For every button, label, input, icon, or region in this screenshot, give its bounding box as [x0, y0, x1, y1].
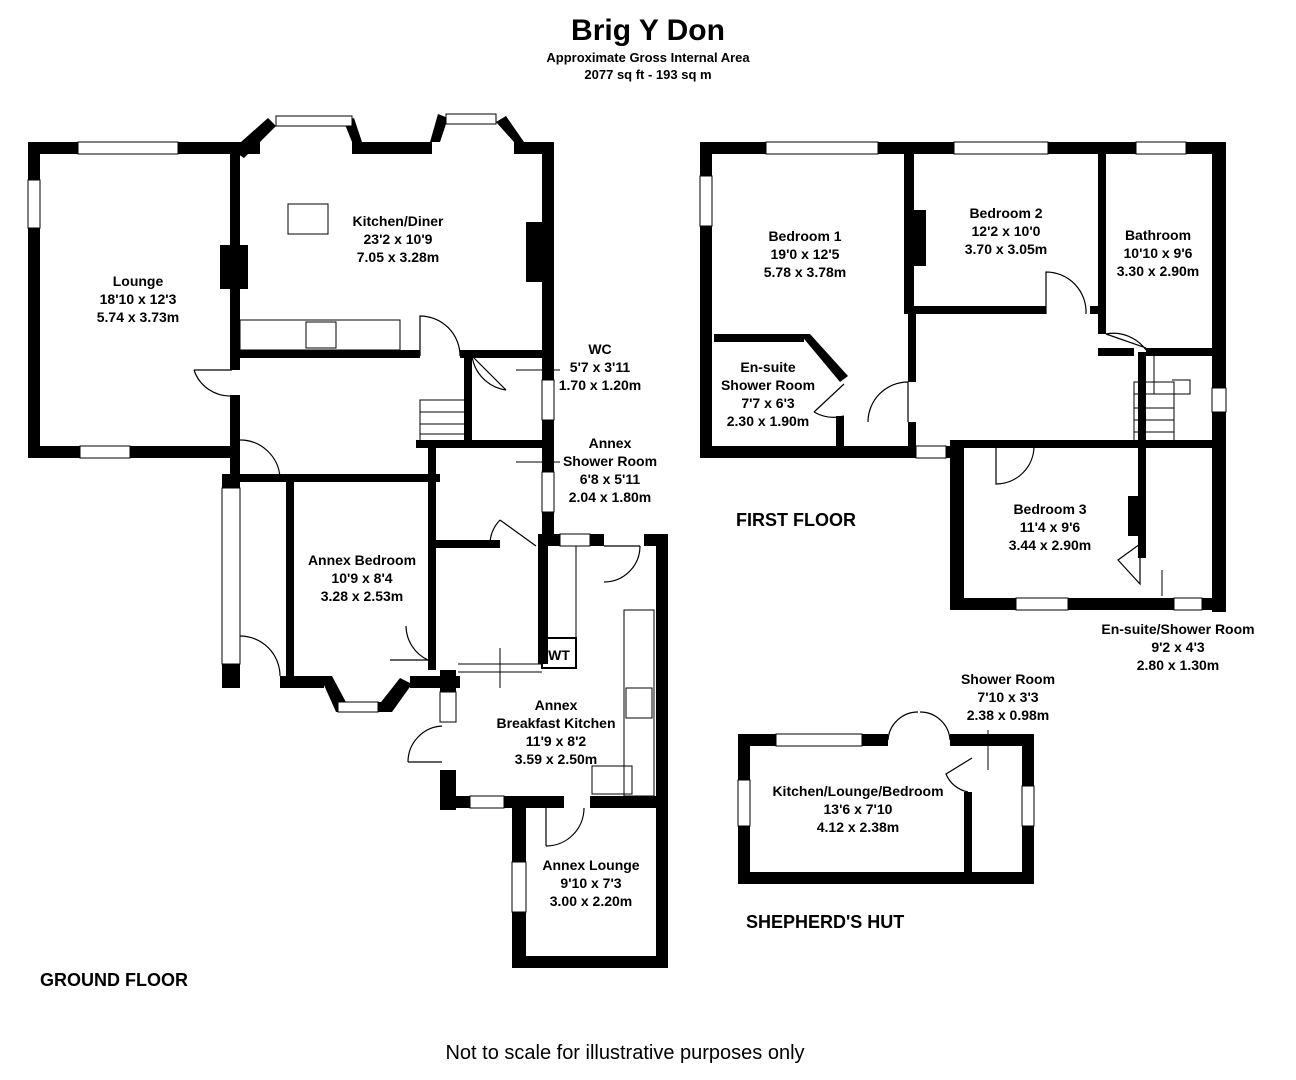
kitchen-size-ft: 23'2 x 10'9 — [364, 231, 433, 247]
hut-shower-size-m: 2.38 x 0.98m — [967, 707, 1050, 723]
shepherds-hut-label: SHEPHERD'S HUT — [746, 912, 905, 932]
hut-main-size-m: 4.12 x 2.38m — [817, 819, 900, 835]
wc-size-m: 1.70 x 1.20m — [559, 377, 642, 393]
bathroom-size-ft: 10'10 x 9'6 — [1124, 245, 1193, 261]
bedroom3-size-ft: 11'4 x 9'6 — [1020, 519, 1081, 535]
ensuite2-name: En-suite/Shower Room — [1101, 621, 1254, 637]
annex-shower-size-m: 2.04 x 1.80m — [569, 489, 652, 505]
ensuite-name-2: Shower Room — [721, 377, 815, 393]
annex-kitchen-name-2: Breakfast Kitchen — [496, 715, 615, 731]
first-floor-windows — [699, 141, 1227, 611]
hut-shower-name: Shower Room — [961, 671, 1055, 687]
ground-floor-label: GROUND FLOOR — [40, 970, 188, 990]
kitchen-name: Kitchen/Diner — [352, 213, 444, 229]
ensuite-size-m: 2.30 x 1.90m — [727, 413, 810, 429]
bedroom1-size-ft: 19'0 x 12'5 — [771, 246, 840, 262]
annex-bedroom-name: Annex Bedroom — [308, 552, 416, 568]
annex-shower-name-1: Annex — [589, 435, 632, 451]
bedroom2-name: Bedroom 2 — [969, 205, 1042, 221]
annex-lounge-size-ft: 9'10 x 7'3 — [560, 875, 621, 891]
hut-shower-size-ft: 7'10 x 3'3 — [977, 689, 1038, 705]
annex-shower-name-2: Shower Room — [563, 453, 657, 469]
footer-disclaimer: Not to scale for illustrative purposes o… — [445, 1042, 805, 1064]
bathroom-size-m: 3.30 x 2.90m — [1117, 263, 1200, 279]
annex-kitchen-size-ft: 11'9 x 8'2 — [526, 733, 587, 749]
bedroom1-name: Bedroom 1 — [768, 228, 841, 244]
room-labels: Lounge 18'10 x 12'3 5.74 x 3.73m Kitchen… — [97, 205, 1255, 909]
lounge-name: Lounge — [113, 273, 164, 289]
bedroom1-size-m: 5.78 x 3.78m — [764, 264, 847, 280]
annex-kitchen-name-1: Annex — [535, 697, 578, 713]
plan-subtitle: Approximate Gross Internal Area — [546, 50, 750, 65]
ensuite2-size-m: 2.80 x 1.30m — [1137, 657, 1220, 673]
annex-bedroom-size-ft: 10'9 x 8'4 — [331, 570, 392, 586]
lounge-size-m: 5.74 x 3.73m — [97, 309, 180, 325]
ensuite-size-ft: 7'7 x 6'3 — [741, 395, 795, 411]
lounge-size-ft: 18'10 x 12'3 — [100, 291, 177, 307]
wt-label: WT — [548, 647, 570, 663]
pointer-arrows — [499, 369, 1163, 770]
bedroom3-size-m: 3.44 x 2.90m — [1009, 537, 1092, 553]
kitchen-size-m: 7.05 x 3.28m — [357, 249, 440, 265]
ground-floor-doors — [193, 315, 641, 847]
wc-name: WC — [588, 341, 611, 357]
annex-lounge-size-m: 3.00 x 2.20m — [550, 893, 633, 909]
ensuite-name-1: En-suite — [740, 359, 795, 375]
wc-size-ft: 5'7 x 3'11 — [570, 359, 631, 375]
annex-bedroom-size-m: 3.28 x 2.53m — [321, 588, 404, 604]
ensuite2-size-ft: 9'2 x 4'3 — [1151, 639, 1205, 655]
annex-kitchen-size-m: 3.59 x 2.50m — [515, 751, 598, 767]
annex-lounge-name: Annex Lounge — [542, 857, 639, 873]
bedroom3-name: Bedroom 3 — [1013, 501, 1086, 517]
annex-shower-size-ft: 6'8 x 5'11 — [580, 471, 641, 487]
bathroom-name: Bathroom — [1125, 227, 1191, 243]
plan-title: Brig Y Don — [571, 14, 725, 47]
hut-main-size-ft: 13'6 x 7'10 — [824, 801, 893, 817]
first-floor-label: FIRST FLOOR — [736, 510, 856, 530]
first-floor-doors — [813, 271, 1147, 586]
shepherds-hut-walls — [737, 711, 1035, 884]
bedroom2-size-m: 3.70 x 3.05m — [965, 241, 1048, 257]
bedroom2-size-ft: 12'2 x 10'0 — [972, 223, 1041, 239]
hut-main-name: Kitchen/Lounge/Bedroom — [772, 783, 943, 799]
plan-area: 2077 sq ft - 193 sq m — [584, 67, 712, 82]
ground-floor-windows — [27, 113, 591, 913]
